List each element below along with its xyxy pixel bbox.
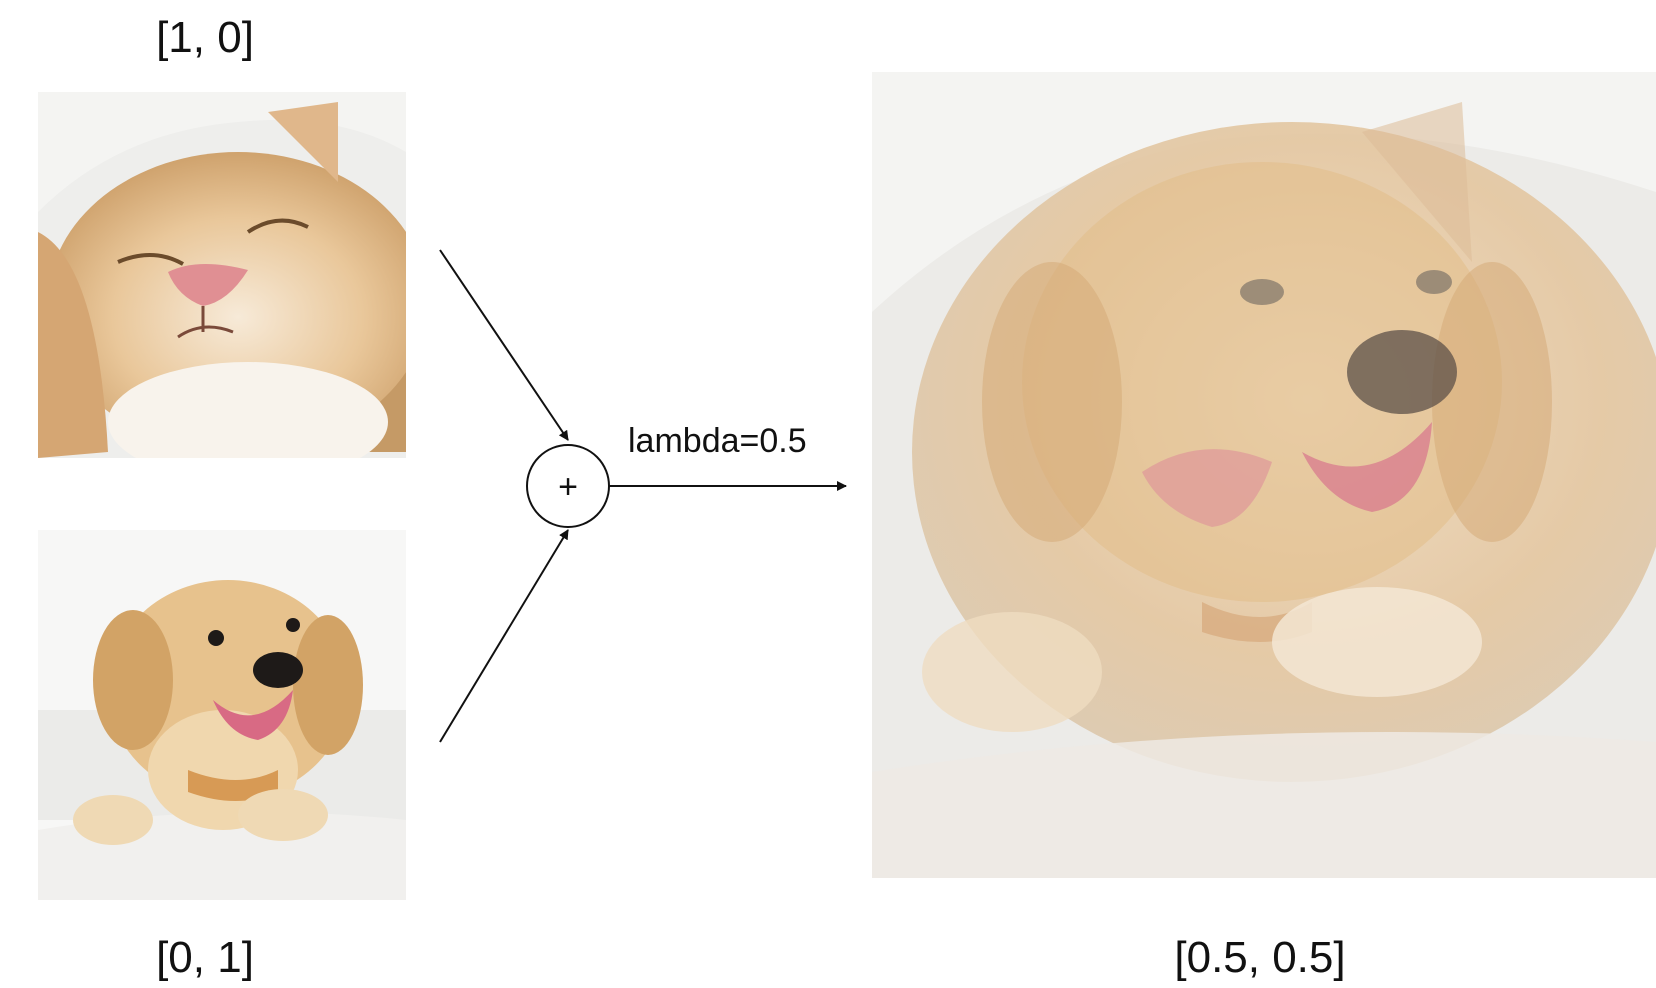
sum-node xyxy=(526,444,610,528)
input-bottom-label: [0, 1] xyxy=(156,933,254,982)
sum-symbol: + xyxy=(558,468,578,506)
dog-image xyxy=(38,530,406,900)
mixed-image xyxy=(872,72,1656,878)
arrow-cat-to-sum xyxy=(439,249,569,441)
output-label: [0.5, 0.5] xyxy=(1174,933,1346,982)
input-top-label: [1, 0] xyxy=(156,13,254,62)
lambda-label: lambda=0.5 xyxy=(628,422,807,460)
arrow-dog-to-sum xyxy=(439,529,569,743)
cat-image xyxy=(38,92,406,458)
